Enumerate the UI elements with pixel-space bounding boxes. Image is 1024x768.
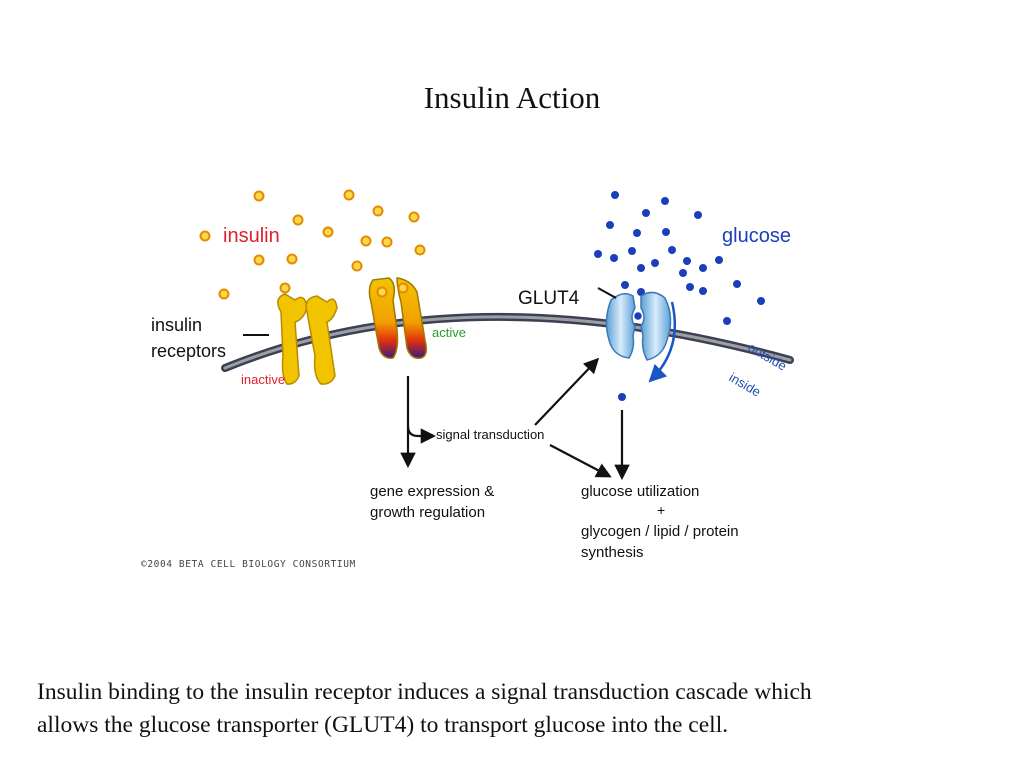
insulin-label: insulin — [223, 225, 280, 247]
insulin-receptors-label-line2: receptors — [151, 341, 226, 361]
glucose-in-transporter — [632, 310, 644, 322]
inactive-label: inactive — [241, 372, 285, 387]
inside-label: inside — [727, 370, 764, 400]
slide-caption: Insulin binding to the insulin receptor … — [37, 676, 997, 742]
outside-label: outside — [746, 340, 790, 374]
caption-line-1: Insulin binding to the insulin receptor … — [37, 679, 812, 705]
glucose-utilization-label-line2: glycogen / lipid / protein — [581, 523, 739, 540]
caption-line-2: allows the glucose transporter (GLUT4) t… — [37, 712, 729, 738]
active-insulin-receptor — [368, 277, 428, 360]
glucose-utilization-label-line1: glucose utilization — [581, 483, 699, 500]
glucose-utilization-plus: + — [657, 502, 665, 518]
active-label: active — [432, 325, 466, 340]
signal-transduction-label: signal transduction — [436, 427, 544, 442]
copyright-text: ©2004 BETA CELL BIOLOGY CONSORTIUM — [141, 559, 356, 570]
glucose-transport-arrow — [648, 301, 676, 383]
signal-arrows — [400, 357, 630, 481]
gene-expression-label-line1: gene expression & — [370, 483, 494, 500]
glucose-molecules — [594, 191, 765, 401]
glucose-utilization-label-line3: synthesis — [581, 544, 644, 561]
insulin-action-diagram: insulin glucose GLUT4 insulin receptors … — [135, 180, 815, 580]
glucose-label: glucose — [722, 225, 791, 247]
glut4-transporter — [605, 291, 672, 361]
glut4-label: GLUT4 — [518, 288, 580, 309]
insulin-receptors-label-line1: insulin — [151, 315, 202, 335]
inactive-insulin-receptor — [277, 293, 338, 385]
insulin-molecules — [199, 189, 426, 300]
gene-expression-label-line2: growth regulation — [370, 504, 485, 521]
slide-title: Insulin Action — [423, 80, 601, 115]
